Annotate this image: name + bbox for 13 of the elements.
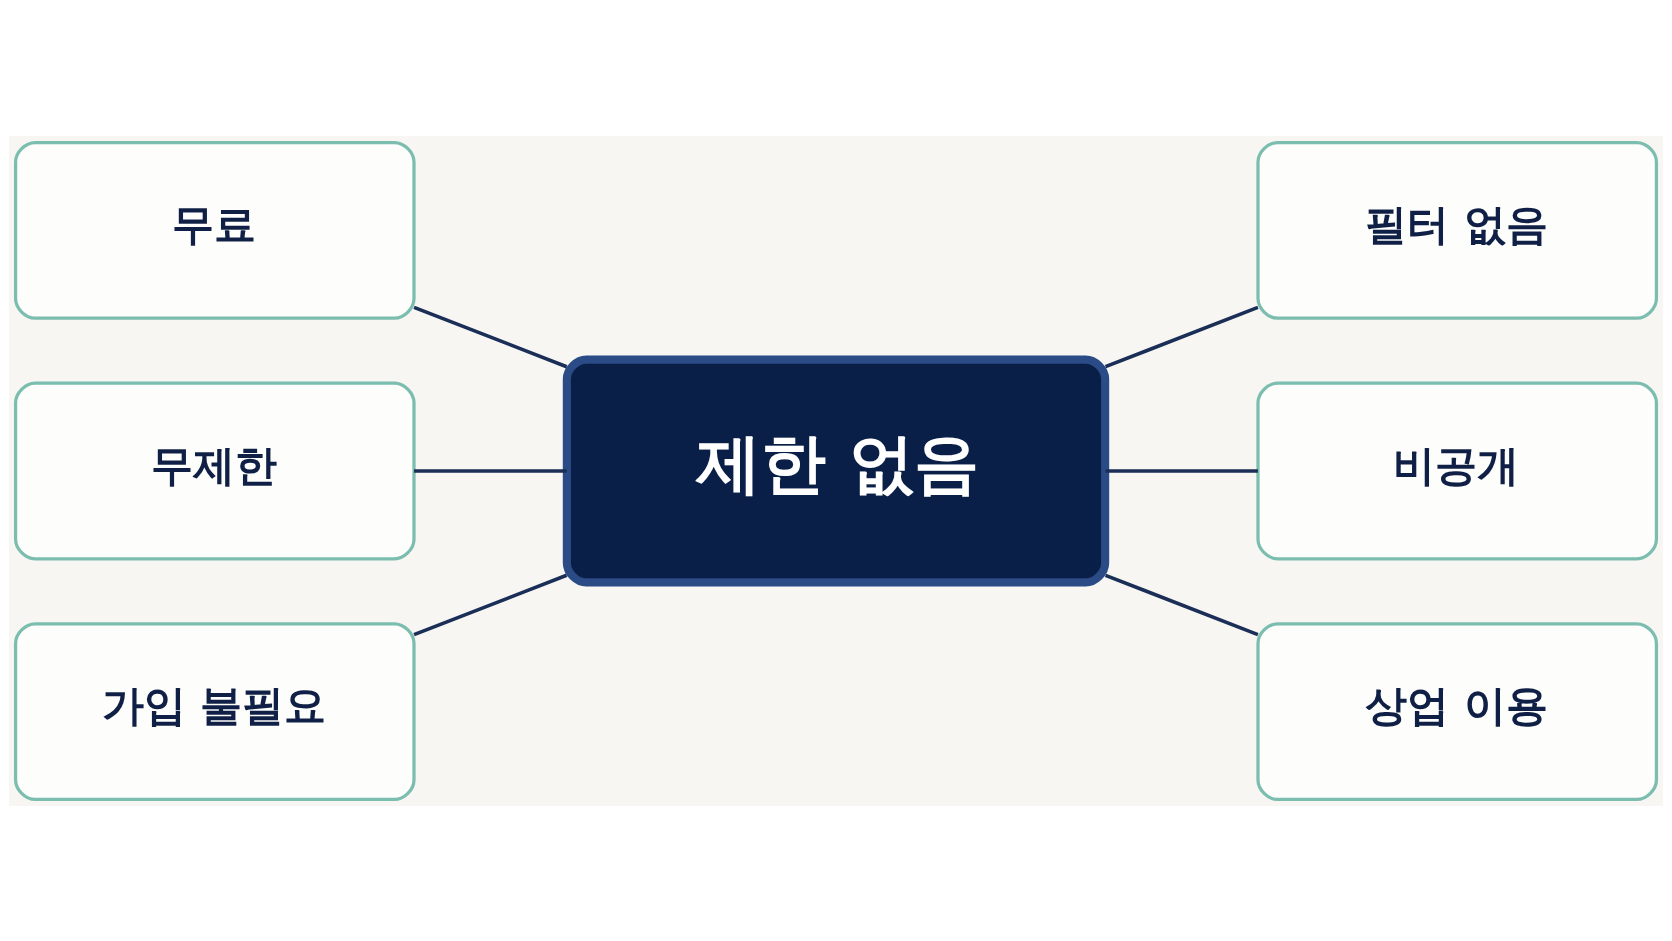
connector (1104, 305, 1259, 368)
node-box: 비공개 (1256, 381, 1659, 560)
node-box: 가입 불필요 (13, 621, 416, 801)
connector (1104, 573, 1259, 636)
connector (1105, 468, 1258, 473)
node-box: 상업 이용 (1256, 621, 1659, 801)
connector (414, 468, 567, 473)
node-box: 무료 (13, 140, 416, 320)
node-box: 필터 없음 (1256, 140, 1659, 320)
connector (413, 573, 568, 636)
node-box: 제한 없음 (562, 355, 1110, 586)
node-box: 무제한 (13, 381, 416, 560)
connector (413, 305, 568, 368)
